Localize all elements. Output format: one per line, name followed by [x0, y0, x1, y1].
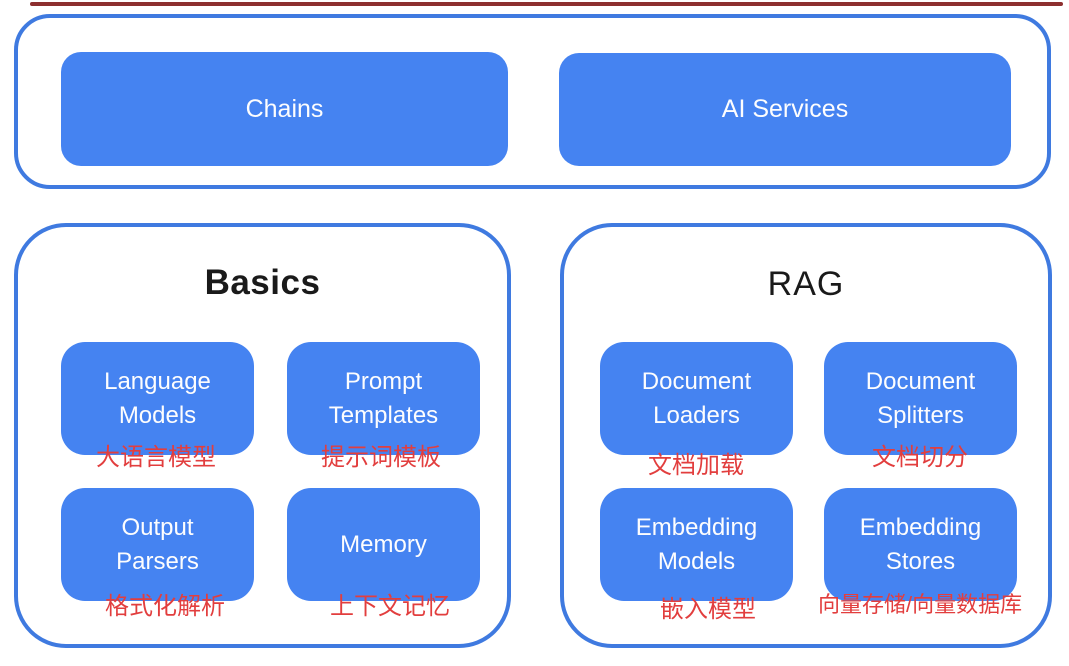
basics-group: Basics Language Models Prompt Templates …	[14, 223, 511, 648]
node-memory: Memory	[287, 488, 480, 601]
annotation-language-models: 大语言模型	[96, 444, 216, 471]
node-language-models-label: Language Models	[104, 367, 211, 429]
rag-group-title: RAG	[767, 265, 845, 303]
node-output-parsers: Output Parsers	[61, 488, 254, 601]
node-output-parsers-label: Output Parsers	[116, 513, 199, 575]
top-red-line	[30, 2, 1063, 6]
node-embedding-models-label: Embedding Models	[635, 513, 758, 575]
top-level-group: Chains AI Services	[14, 14, 1051, 189]
node-embedding-stores-label: Embedding Stores	[859, 513, 982, 575]
annotation-document-loaders: 文档加载	[648, 452, 744, 479]
node-document-loaders-label: Document Loaders	[641, 367, 752, 429]
node-embedding-stores: Embedding Stores	[824, 488, 1017, 601]
node-prompt-templates-label: Prompt Templates	[328, 367, 439, 429]
node-language-models: Language Models	[61, 342, 254, 455]
node-document-loaders: Document Loaders	[600, 342, 793, 455]
node-chains-label: Chains	[245, 94, 324, 123]
annotation-document-splitters: 文档切分	[872, 444, 968, 471]
annotation-embedding-stores: 向量存储/向量数据库	[818, 592, 1023, 617]
node-chains: Chains	[61, 52, 508, 166]
node-memory-label: Memory	[340, 530, 427, 558]
node-ai-services-label: AI Services	[721, 95, 849, 123]
rag-group: RAG Document Loaders Document Splitters …	[560, 223, 1052, 648]
basics-group-title: Basics	[204, 263, 321, 302]
annotation-prompt-templates: 提示词模板	[321, 444, 441, 471]
annotation-output-parsers: 格式化解析	[105, 593, 225, 620]
node-document-splitters-label: Document Splitters	[865, 367, 976, 429]
node-embedding-models: Embedding Models	[600, 488, 793, 601]
node-document-splitters: Document Splitters	[824, 342, 1017, 455]
node-ai-services: AI Services	[559, 53, 1011, 166]
annotation-embedding-models: 嵌入模型	[660, 596, 756, 623]
annotation-memory: 上下文记忆	[330, 593, 450, 620]
node-prompt-templates: Prompt Templates	[287, 342, 480, 455]
